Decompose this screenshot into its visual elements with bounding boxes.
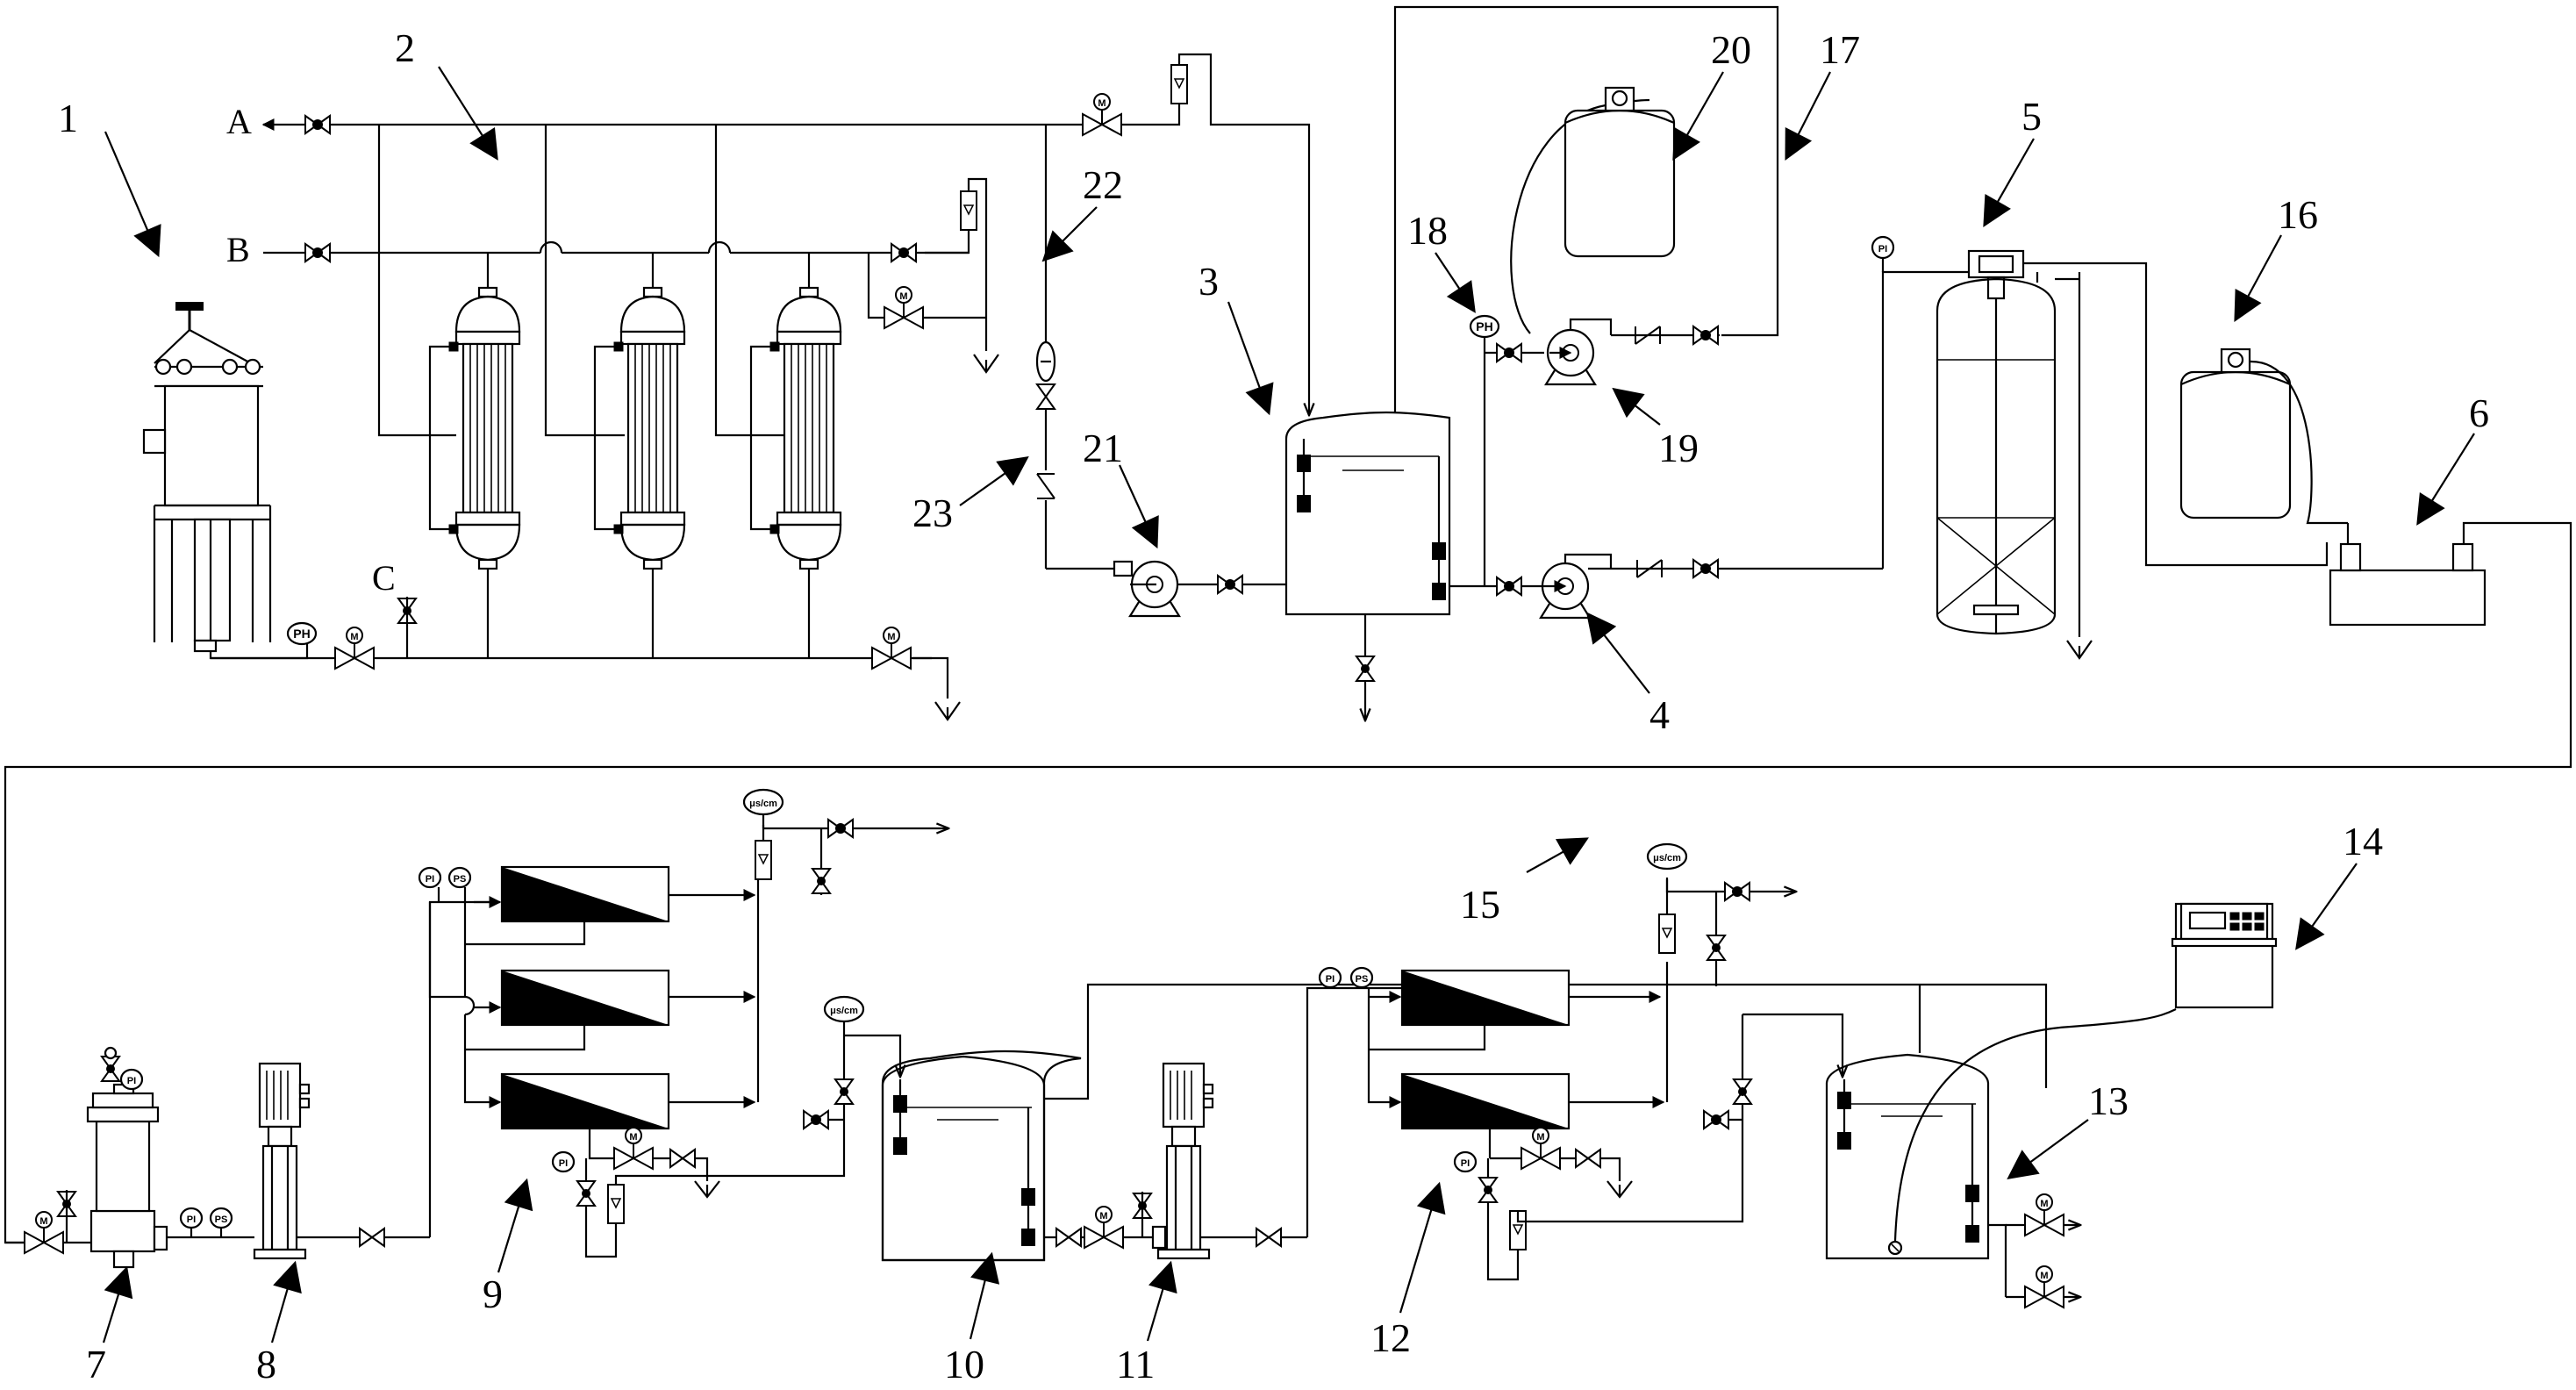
pi-tag-8a: PI bbox=[187, 1214, 196, 1225]
callout-9: 9 bbox=[483, 1272, 503, 1316]
vertical-pump-8 bbox=[253, 900, 491, 1260]
callout-13: 13 bbox=[2088, 1078, 2129, 1123]
callout-8: 8 bbox=[256, 1342, 276, 1386]
callout-1: 1 bbox=[58, 96, 78, 140]
callout-18: 18 bbox=[1407, 208, 1448, 253]
pi-tag-9: PI bbox=[426, 874, 434, 885]
callout-3: 3 bbox=[1199, 259, 1219, 304]
callout-10: 10 bbox=[944, 1342, 984, 1386]
injector-6 bbox=[4, 521, 2572, 1244]
pump-4: PI bbox=[1534, 235, 1913, 620]
callout-19: 19 bbox=[1658, 426, 1699, 470]
callout-2: 2 bbox=[395, 25, 415, 70]
line-b bbox=[263, 240, 969, 262]
b-line-right bbox=[867, 177, 999, 374]
callout-16: 16 bbox=[2278, 192, 2318, 237]
bag-filter-1 bbox=[142, 302, 272, 653]
ro-stage-9: PI PS μs/cm PI bbox=[418, 788, 948, 1258]
cartridge-filter-7: PI PI PS bbox=[5, 1046, 254, 1269]
ro-stage-12: PI PS μs/cm PI bbox=[1318, 842, 1795, 1281]
callout-7: 7 bbox=[86, 1342, 106, 1386]
line-label-c: A bbox=[226, 102, 252, 141]
uf-modules bbox=[428, 253, 842, 658]
callout-20: 20 bbox=[1711, 27, 1751, 72]
pump-21 bbox=[1113, 560, 1286, 618]
callouts: 1 2 3 4 5 6 7 8 9 10 11 12 13 14 15 16 1 bbox=[58, 25, 2489, 1386]
ps-tag-12: PS bbox=[1356, 974, 1369, 985]
callout-21: 21 bbox=[1083, 426, 1123, 470]
uf-module-2 bbox=[593, 253, 686, 658]
vertical-pump-11 bbox=[1133, 986, 1402, 1260]
callout-12: 12 bbox=[1370, 1315, 1411, 1360]
tank-13 bbox=[1703, 985, 2177, 1308]
tank-10: μs/cm bbox=[803, 983, 2048, 1262]
line-label-a: C bbox=[372, 558, 396, 598]
vessel-5 bbox=[1913, 249, 2329, 660]
c-branches bbox=[377, 125, 795, 437]
uf-module-3 bbox=[749, 253, 842, 658]
cond-tag-10: μs/cm bbox=[830, 1006, 858, 1016]
pi-tag-9b: PI bbox=[559, 1158, 568, 1169]
tank-3 bbox=[1284, 5, 1779, 720]
bottom-header: PH PH bbox=[209, 597, 961, 721]
pi-tag-12: PI bbox=[1326, 974, 1335, 985]
callout-5: 5 bbox=[2021, 94, 2042, 139]
ph-tag-18: PH bbox=[1476, 319, 1492, 333]
callout-15: 15 bbox=[1460, 882, 1500, 927]
drum-16 bbox=[2179, 348, 2348, 525]
callout-14: 14 bbox=[2343, 819, 2383, 863]
pi-tag-7: PI bbox=[127, 1076, 136, 1086]
line-label-b: B bbox=[226, 230, 250, 269]
callout-11: 11 bbox=[1116, 1342, 1155, 1386]
line-c bbox=[261, 115, 1046, 134]
uf-module-1 bbox=[428, 253, 521, 658]
feed-to-tank-3 bbox=[1035, 53, 1309, 570]
cond-tag-9: μs/cm bbox=[749, 799, 777, 809]
ps-tag-9: PS bbox=[454, 874, 467, 885]
instrument-14 bbox=[2171, 902, 2278, 1009]
ph-tag-1b: PH bbox=[293, 627, 310, 641]
pi-tag-12b: PI bbox=[1461, 1158, 1470, 1169]
callout-6: 6 bbox=[2469, 390, 2489, 435]
ps-tag-8a: PS bbox=[215, 1214, 228, 1225]
callout-17: 17 bbox=[1820, 27, 1860, 72]
drum-20 bbox=[1563, 86, 1676, 258]
pump-19-loop: PH bbox=[1449, 98, 1720, 596]
callout-4: 4 bbox=[1649, 692, 1670, 737]
callout-22: 22 bbox=[1083, 162, 1123, 207]
pi-tag-5: PI bbox=[1878, 244, 1887, 254]
cond-tag-12: μs/cm bbox=[1653, 853, 1681, 863]
callout-23: 23 bbox=[912, 491, 953, 535]
